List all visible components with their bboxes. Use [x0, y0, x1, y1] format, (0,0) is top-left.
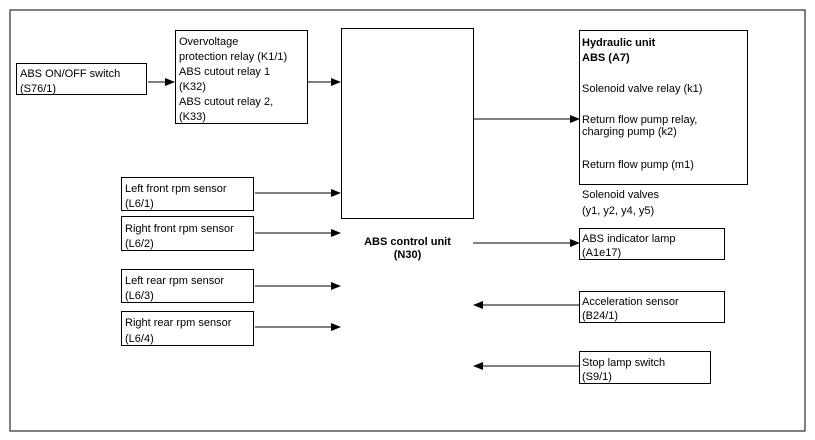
relays-line-3: ABS cutout relay 1	[179, 66, 271, 78]
left-front-sensor-box: Left front rpm sensor (L6/1)	[121, 177, 254, 211]
relays-line-6: (K33)	[179, 111, 206, 123]
stop-lamp-switch-box: Stop lamp switch (S9/1)	[579, 351, 711, 384]
hydraulic-unit-title-2: ABS (A7)	[582, 52, 630, 64]
control-unit-code: (N30)	[393, 249, 422, 261]
relays-line-1: Overvoltage	[179, 36, 239, 48]
acceleration-sensor-code: (B24/1)	[582, 310, 619, 322]
indicator-lamp-code: (A1e17)	[582, 247, 622, 259]
abs-switch-name: ABS ON/OFF switch	[20, 68, 121, 80]
right-rear-sensor-code: (L6/4)	[125, 333, 154, 345]
return-flow-pump: Return flow pump (m1)	[582, 159, 694, 171]
pump-relay-line-1: Return flow pump relay,	[582, 114, 698, 126]
indicator-lamp-name: ABS indicator lamp	[582, 233, 676, 245]
hydraulic-unit-title-1: Hydraulic unit	[582, 37, 656, 49]
stop-lamp-switch-code: (S9/1)	[582, 371, 612, 383]
indicator-lamp-box: ABS indicator lamp (A1e17)	[579, 228, 725, 260]
left-rear-sensor-box: Left rear rpm sensor (L6/3)	[121, 269, 254, 303]
relays-line-2: protection relay (K1/1)	[179, 51, 288, 63]
abs-switch-code: (S76/1)	[20, 83, 57, 95]
relays-line-4: (K32)	[179, 81, 206, 93]
relays-line-5: ABS cutout relay 2,	[179, 96, 274, 108]
solenoid-valves-line-2: (y1, y2, y4, y5)	[582, 205, 655, 217]
stop-lamp-switch-name: Stop lamp switch	[582, 357, 666, 369]
pump-relay-line-2: charging pump (k2)	[582, 126, 677, 138]
right-rear-sensor-name: Right rear rpm sensor	[125, 317, 232, 329]
abs-switch-box: ABS ON/OFF switch (S76/1)	[16, 63, 147, 95]
right-rear-sensor-box: Right rear rpm sensor (L6/4)	[121, 311, 254, 346]
left-front-sensor-code: (L6/1)	[125, 198, 154, 210]
hydraulic-unit-box: Hydraulic unit ABS (A7) Solenoid valve r…	[579, 30, 748, 185]
acceleration-sensor-name: Acceleration sensor	[582, 296, 679, 308]
left-rear-sensor-name: Left rear rpm sensor	[125, 275, 225, 287]
right-front-sensor-name: Right front rpm sensor	[125, 223, 234, 235]
relays-box: Overvoltage protection relay (K1/1) ABS …	[175, 30, 308, 124]
control-unit-name: ABS control unit	[364, 236, 451, 248]
solenoid-valve-relay: Solenoid valve relay (k1)	[582, 83, 703, 95]
right-front-sensor-box: Right front rpm sensor (L6/2)	[121, 216, 254, 251]
control-unit-box	[341, 28, 474, 219]
left-front-sensor-name: Left front rpm sensor	[125, 183, 227, 195]
diagram-frame	[9, 9, 806, 432]
left-rear-sensor-code: (L6/3)	[125, 290, 154, 302]
solenoid-valves-line-1: Solenoid valves	[582, 189, 660, 201]
right-front-sensor-code: (L6/2)	[125, 238, 154, 250]
acceleration-sensor-box: Acceleration sensor (B24/1)	[579, 291, 725, 323]
